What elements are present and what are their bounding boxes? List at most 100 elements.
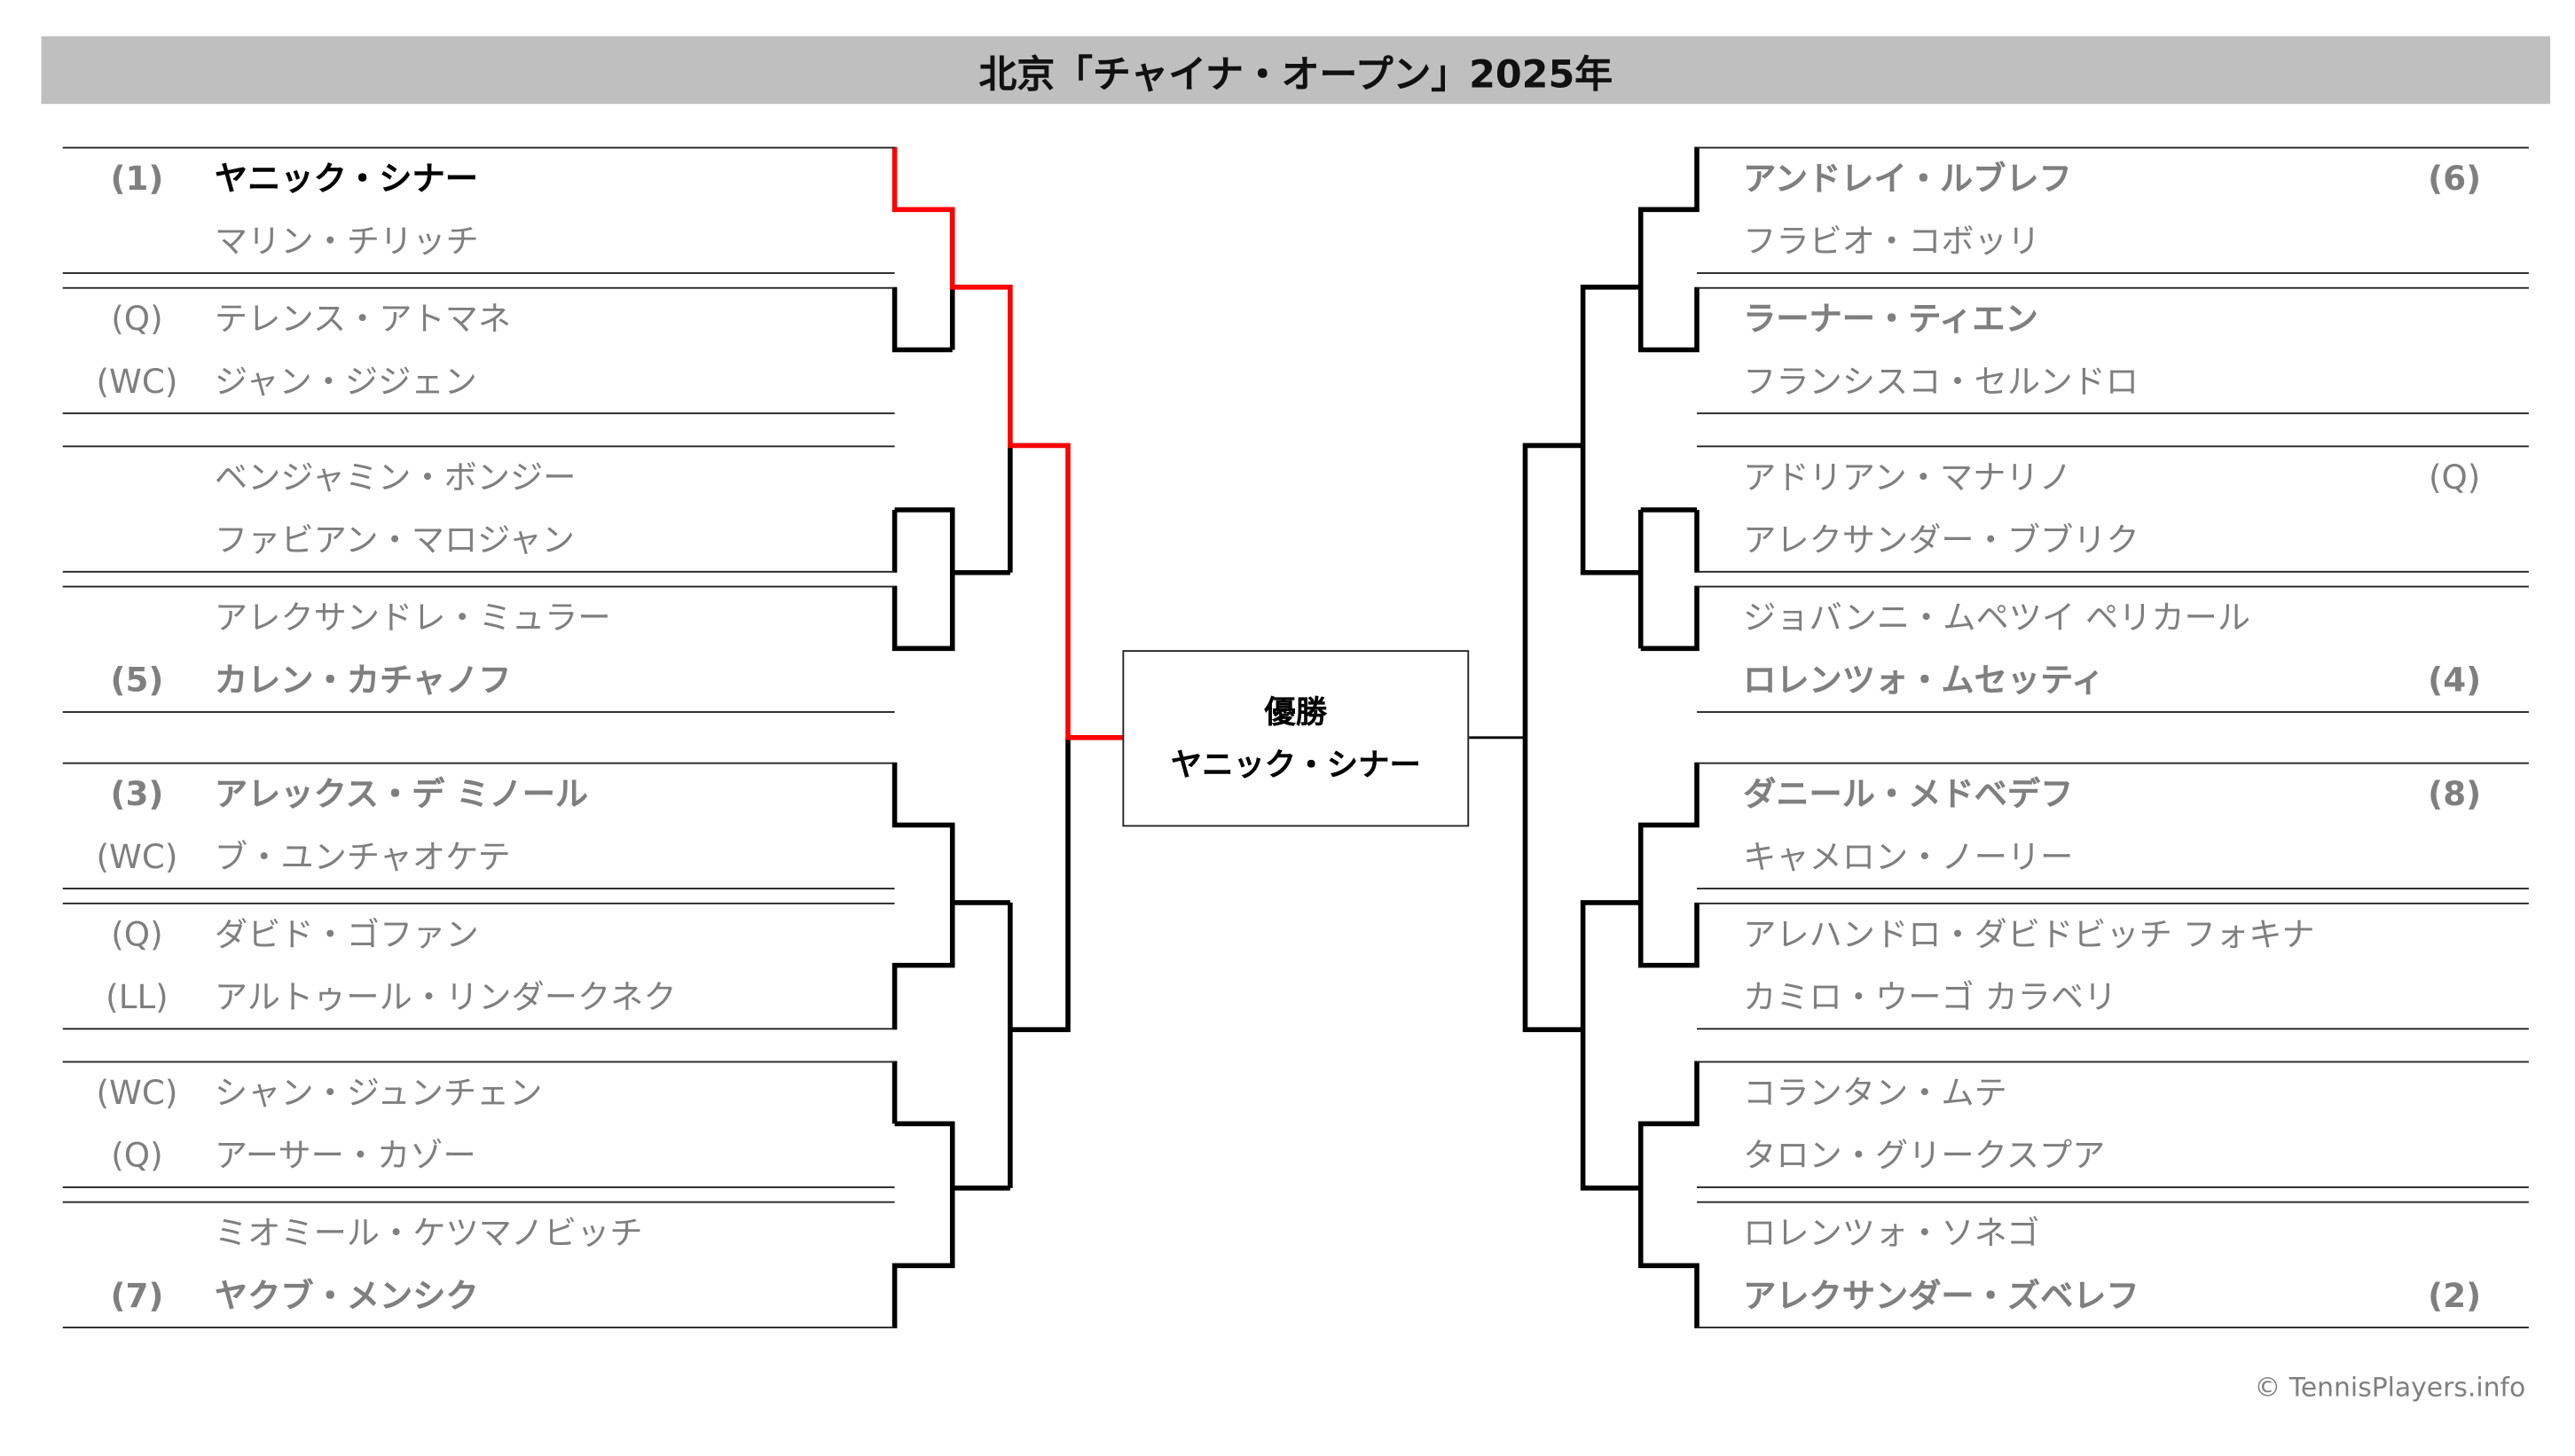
left-match-2: (Q) テレンス・アトマネ (WC) ジャン・ジジェン bbox=[62, 286, 895, 415]
player-name: ダビド・ゴファン bbox=[214, 913, 479, 954]
player-row: キャメロン・ノーリー bbox=[1697, 825, 2529, 888]
player-name: アレクサンドレ・ミュラー bbox=[214, 597, 611, 638]
player-row: アレクサンドレ・ミュラー bbox=[63, 586, 895, 649]
player-row: (2) アレクサンダー・ズベレフ bbox=[1697, 1264, 2529, 1327]
player-row: マリン・チリッチ bbox=[63, 209, 895, 272]
player-name: アーサー・カゾー bbox=[214, 1135, 476, 1175]
champion-box: 優勝 ヤニック・シナー bbox=[1122, 650, 1470, 827]
player-name: アレックス・デ ミノール bbox=[214, 773, 589, 814]
left-match-3: ベンジャミン・ボンジーファビアン・マロジャン bbox=[62, 445, 895, 573]
player-name: コランタン・ムテ bbox=[1743, 1072, 2007, 1113]
player-name: シャン・ジュンチェン bbox=[214, 1072, 543, 1113]
right-match-6: アレハンドロ・ダビドビッチ フォキナカミロ・ウーゴ カラベリ bbox=[1697, 902, 2529, 1030]
player-row: (Q) アドリアン・マナリノ bbox=[1697, 445, 2529, 508]
player-row: (Q) ダビド・ゴファン bbox=[63, 903, 895, 966]
right-match-5: (8) ダニール・メドベデフキャメロン・ノーリー bbox=[1697, 762, 2529, 890]
left-match-4: アレクサンドレ・ミュラー (5)カレン・カチャノフ bbox=[62, 585, 895, 713]
player-row: (1) ヤニック・シナー bbox=[63, 147, 895, 210]
player-name: ロレンツォ・ムセッティ bbox=[1743, 660, 2105, 701]
player-row: ミオミール・ケツマノビッチ bbox=[63, 1202, 895, 1264]
player-seed: (Q) bbox=[111, 298, 163, 339]
player-row: (Q) テレンス・アトマネ bbox=[63, 287, 895, 350]
player-row: (7) ヤクブ・メンシク bbox=[63, 1264, 895, 1327]
player-name: アンドレイ・ルブレフ bbox=[1743, 158, 2072, 199]
right-match-2: ラーナー・ティエンフランシスコ・セルンドロ bbox=[1697, 286, 2529, 415]
champion-name: ヤニック・シナー bbox=[1170, 747, 1421, 783]
player-name: ジャン・ジジェン bbox=[214, 361, 477, 402]
player-row: コランタン・ムテ bbox=[1697, 1061, 2529, 1124]
bracket-line bbox=[1522, 146, 1700, 1032]
player-name: ミオミール・ケツマノビッチ bbox=[214, 1212, 643, 1253]
left-match-1: (1) ヤニック・シナーマリン・チリッチ bbox=[62, 146, 895, 274]
champion-label: 優勝 bbox=[1264, 693, 1328, 731]
left-match-5: (3) アレックス・デ ミノール (WC) ブ・ユンチャオケテ bbox=[62, 762, 895, 890]
player-seed: (WC) bbox=[96, 1072, 178, 1113]
player-seed: (WC) bbox=[96, 836, 178, 877]
right-match-1: (6) アンドレイ・ルブレフフラビオ・コボッリ bbox=[1697, 146, 2529, 274]
player-row: (3) アレックス・デ ミノール bbox=[63, 763, 895, 826]
player-row: フランシスコ・セルンドロ bbox=[1697, 350, 2529, 413]
bracket-line bbox=[891, 286, 955, 353]
player-name: ヤニック・シナー bbox=[214, 158, 478, 199]
player-row: (LL)アルトゥール・リンダークネク bbox=[63, 966, 895, 1029]
player-seed: (8) bbox=[2428, 773, 2482, 814]
right-match-8: ロレンツォ・ソネゴ (2) アレクサンダー・ズベレフ bbox=[1697, 1201, 2529, 1329]
player-name: マリン・チリッチ bbox=[214, 221, 479, 262]
player-seed: (2) bbox=[2428, 1275, 2482, 1316]
player-row: ベンジャミン・ボンジー bbox=[63, 445, 895, 508]
player-row: (WC) ジャン・ジジェン bbox=[63, 350, 895, 413]
player-name: ロレンツォ・ソネゴ bbox=[1743, 1212, 2040, 1253]
player-row: アレクサンダー・ブブリク bbox=[1697, 508, 2529, 571]
player-name: フランシスコ・セルンドロ bbox=[1743, 361, 2139, 402]
player-seed: (WC) bbox=[96, 361, 178, 402]
bracket-line bbox=[1580, 762, 1700, 1329]
player-name: テレンス・アトマネ bbox=[214, 298, 512, 339]
player-row: (WC) シャン・ジュンチェン bbox=[63, 1061, 895, 1124]
player-name: アレクサンダー・ズベレフ bbox=[1743, 1275, 2139, 1316]
left-match-7: (WC) シャン・ジュンチェン (Q) アーサー・カゾー bbox=[62, 1061, 895, 1188]
player-row: アレハンドロ・ダビドビッチ フォキナ bbox=[1697, 903, 2529, 966]
player-seed: (6) bbox=[2428, 158, 2482, 199]
player-name: アレクサンダー・ブブリク bbox=[1743, 520, 2139, 560]
player-seed: (4) bbox=[2428, 660, 2482, 701]
right-match-7: コランタン・ムテタロン・グリークスプア bbox=[1697, 1061, 2529, 1188]
bracket-line bbox=[891, 762, 1010, 1030]
player-row: タロン・グリークスプア bbox=[1697, 1123, 2529, 1186]
left-match-8: ミオミール・ケツマノビッチ (7) ヤクブ・メンシク bbox=[62, 1201, 895, 1329]
page-title: 北京「チャイナ・オープン」2025年 bbox=[978, 53, 1613, 97]
player-row: (6) アンドレイ・ルブレフ bbox=[1697, 147, 2529, 210]
player-row: (4) ロレンツォ・ムセッティ bbox=[1697, 648, 2529, 711]
winner-path bbox=[891, 146, 1123, 740]
player-name: アレハンドロ・ダビドビッチ フォキナ bbox=[1743, 913, 2315, 954]
right-match-3: (Q) アドリアン・マナリノアレクサンダー・ブブリク bbox=[1697, 445, 2529, 573]
title-bar: 北京「チャイナ・オープン」2025年 bbox=[41, 35, 2551, 105]
player-name: ラーナー・ティエン bbox=[1743, 298, 2038, 339]
player-name: ダニール・メドベデフ bbox=[1743, 773, 2074, 814]
copyright: © TennisPlayers.info bbox=[2254, 1371, 2526, 1403]
player-seed: (7) bbox=[110, 1275, 164, 1316]
player-name: ブ・ユンチャオケテ bbox=[214, 836, 511, 877]
player-name: カミロ・ウーゴ カラベリ bbox=[1743, 976, 2117, 1017]
player-name: カレン・カチャノフ bbox=[214, 660, 512, 701]
player-seed: (Q) bbox=[2428, 457, 2481, 497]
player-row: ファビアン・マロジャン bbox=[63, 508, 895, 571]
player-name: ファビアン・マロジャン bbox=[214, 520, 575, 560]
bracket-line bbox=[891, 737, 1071, 1329]
player-row: フラビオ・コボッリ bbox=[1697, 209, 2529, 272]
player-seed: (Q) bbox=[111, 1135, 163, 1175]
player-seed: (1) bbox=[110, 158, 164, 199]
player-name: ベンジャミン・ボンジー bbox=[214, 457, 577, 497]
player-seed: (3) bbox=[110, 773, 164, 814]
player-row: ジョバンニ・ムペツイ ペリカール bbox=[1697, 586, 2529, 649]
bracket-line bbox=[891, 445, 1013, 652]
player-name: アドリアン・マナリノ bbox=[1743, 457, 2072, 497]
left-match-6: (Q) ダビド・ゴファン (LL)アルトゥール・リンダークネク bbox=[62, 902, 895, 1030]
player-row: (5)カレン・カチャノフ bbox=[63, 648, 895, 711]
player-name: ヤクブ・メンシク bbox=[214, 1275, 479, 1316]
player-seed: (Q) bbox=[111, 913, 163, 954]
player-row: (Q) アーサー・カゾー bbox=[63, 1123, 895, 1186]
player-seed: (LL) bbox=[106, 976, 169, 1017]
player-row: カミロ・ウーゴ カラベリ bbox=[1697, 966, 2529, 1029]
